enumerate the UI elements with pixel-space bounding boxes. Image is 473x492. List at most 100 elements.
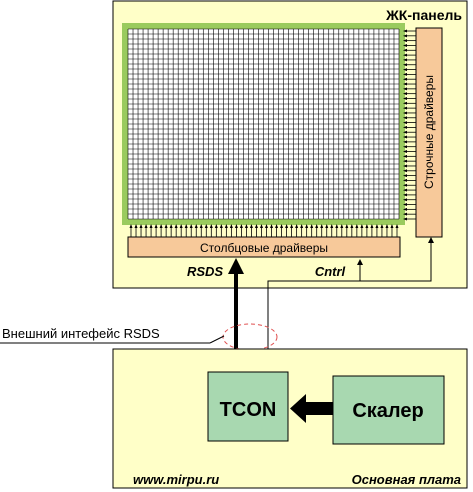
column-output-arrowhead	[270, 224, 274, 228]
row-drivers-label: Строчные драйверы	[422, 75, 436, 189]
pixel-matrix-grid	[127, 28, 400, 220]
row-output-arrowhead	[403, 101, 407, 105]
column-output-arrowhead	[144, 224, 148, 228]
scaler-label: Скалер	[352, 400, 423, 422]
row-output-arrowhead	[403, 150, 407, 154]
column-output-arrowhead	[179, 224, 183, 228]
row-output-arrowhead	[403, 169, 407, 173]
cntrl-label: Cntrl	[315, 264, 346, 279]
column-output-arrowhead	[184, 224, 188, 228]
column-output-arrowhead	[204, 224, 208, 228]
row-output-arrowhead	[403, 39, 407, 43]
column-output-arrowhead	[229, 224, 233, 228]
column-output-arrowhead	[385, 224, 389, 228]
column-output-arrowhead	[290, 224, 294, 228]
column-output-arrowhead	[355, 224, 359, 228]
row-output-arrowhead	[403, 207, 407, 211]
column-output-arrowhead	[320, 224, 324, 228]
main-board-title: Основная плата	[352, 472, 461, 487]
column-output-arrowhead	[199, 224, 203, 228]
row-output-arrowhead	[403, 82, 407, 86]
row-output-arrowhead	[403, 111, 407, 115]
column-output-arrowhead	[375, 224, 379, 228]
row-output-arrowhead	[403, 140, 407, 144]
rsds-label: RSDS	[187, 264, 223, 279]
column-output-arrowhead	[169, 224, 173, 228]
row-output-arrowhead	[403, 212, 407, 216]
row-output-arrowhead	[403, 92, 407, 96]
column-output-arrowhead	[154, 224, 158, 228]
column-output-arrowhead	[254, 224, 258, 228]
column-output-arrowhead	[219, 224, 223, 228]
column-output-arrowhead	[360, 224, 364, 228]
row-output-arrowhead	[403, 154, 407, 158]
column-output-arrowhead	[285, 224, 289, 228]
interface-leader-diagonal	[209, 335, 225, 344]
website-link[interactable]: www.mirpu.ru	[133, 472, 219, 487]
column-output-arrowhead	[189, 224, 193, 228]
row-output-arrowhead	[403, 193, 407, 197]
row-output-arrowhead	[403, 43, 407, 47]
column-output-arrowhead	[259, 224, 263, 228]
row-output-arrowhead	[403, 217, 407, 221]
column-output-arrowhead	[390, 224, 394, 228]
column-output-arrowhead	[244, 224, 248, 228]
column-output-arrowhead	[209, 224, 213, 228]
column-output-arrowhead	[224, 224, 228, 228]
column-output-arrowhead	[300, 224, 304, 228]
row-driver-outputs	[403, 29, 416, 221]
row-output-arrowhead	[403, 145, 407, 149]
row-output-arrowhead	[403, 63, 407, 67]
row-output-arrowhead	[403, 72, 407, 76]
column-output-arrowhead	[310, 224, 314, 228]
row-output-arrowhead	[403, 135, 407, 139]
column-output-arrowhead	[305, 224, 309, 228]
row-output-arrowhead	[403, 121, 407, 125]
column-output-arrowhead	[370, 224, 374, 228]
column-output-arrowhead	[330, 224, 334, 228]
row-output-arrowhead	[403, 198, 407, 202]
column-output-arrowhead	[239, 224, 243, 228]
row-output-arrowhead	[403, 53, 407, 57]
column-output-arrowhead	[345, 224, 349, 228]
row-output-arrowhead	[403, 96, 407, 100]
column-output-arrowhead	[280, 224, 284, 228]
column-output-arrowhead	[275, 224, 279, 228]
row-output-arrowhead	[403, 87, 407, 91]
column-output-arrowhead	[265, 224, 269, 228]
column-output-arrowhead	[315, 224, 319, 228]
column-output-arrowhead	[214, 224, 218, 228]
column-output-arrowhead	[149, 224, 153, 228]
column-output-arrowhead	[325, 224, 329, 228]
column-output-arrowhead	[395, 224, 399, 228]
column-output-arrowhead	[365, 224, 369, 228]
rsds-arrow-head	[228, 258, 244, 274]
row-output-arrowhead	[403, 125, 407, 129]
tcon-label: TCON	[220, 399, 277, 421]
column-drivers-label: Столбцовые драйверы	[200, 241, 328, 255]
row-output-arrowhead	[403, 58, 407, 62]
row-output-arrowhead	[403, 68, 407, 72]
scaler-to-tcon-shaft	[304, 402, 333, 415]
row-output-arrowhead	[403, 106, 407, 110]
row-output-arrowhead	[403, 29, 407, 33]
column-drivers-block	[127, 236, 401, 258]
lcd-panel-title: ЖК-панель	[385, 7, 462, 23]
row-output-arrowhead	[403, 183, 407, 187]
column-output-arrowhead	[159, 224, 163, 228]
column-driver-outputs	[129, 224, 399, 237]
column-output-arrowhead	[194, 224, 198, 228]
row-output-arrowhead	[403, 116, 407, 120]
column-output-arrowhead	[134, 224, 138, 228]
scaler-to-tcon-head	[290, 394, 306, 423]
column-output-arrowhead	[164, 224, 168, 228]
column-output-arrowhead	[340, 224, 344, 228]
row-drivers-block	[415, 27, 443, 238]
control-line	[267, 237, 434, 372]
column-output-arrowhead	[295, 224, 299, 228]
row-output-arrowhead	[403, 178, 407, 182]
column-output-arrowhead	[350, 224, 354, 228]
column-output-arrowhead	[174, 224, 178, 228]
row-output-arrowhead	[403, 188, 407, 192]
column-output-arrowhead	[129, 224, 133, 228]
